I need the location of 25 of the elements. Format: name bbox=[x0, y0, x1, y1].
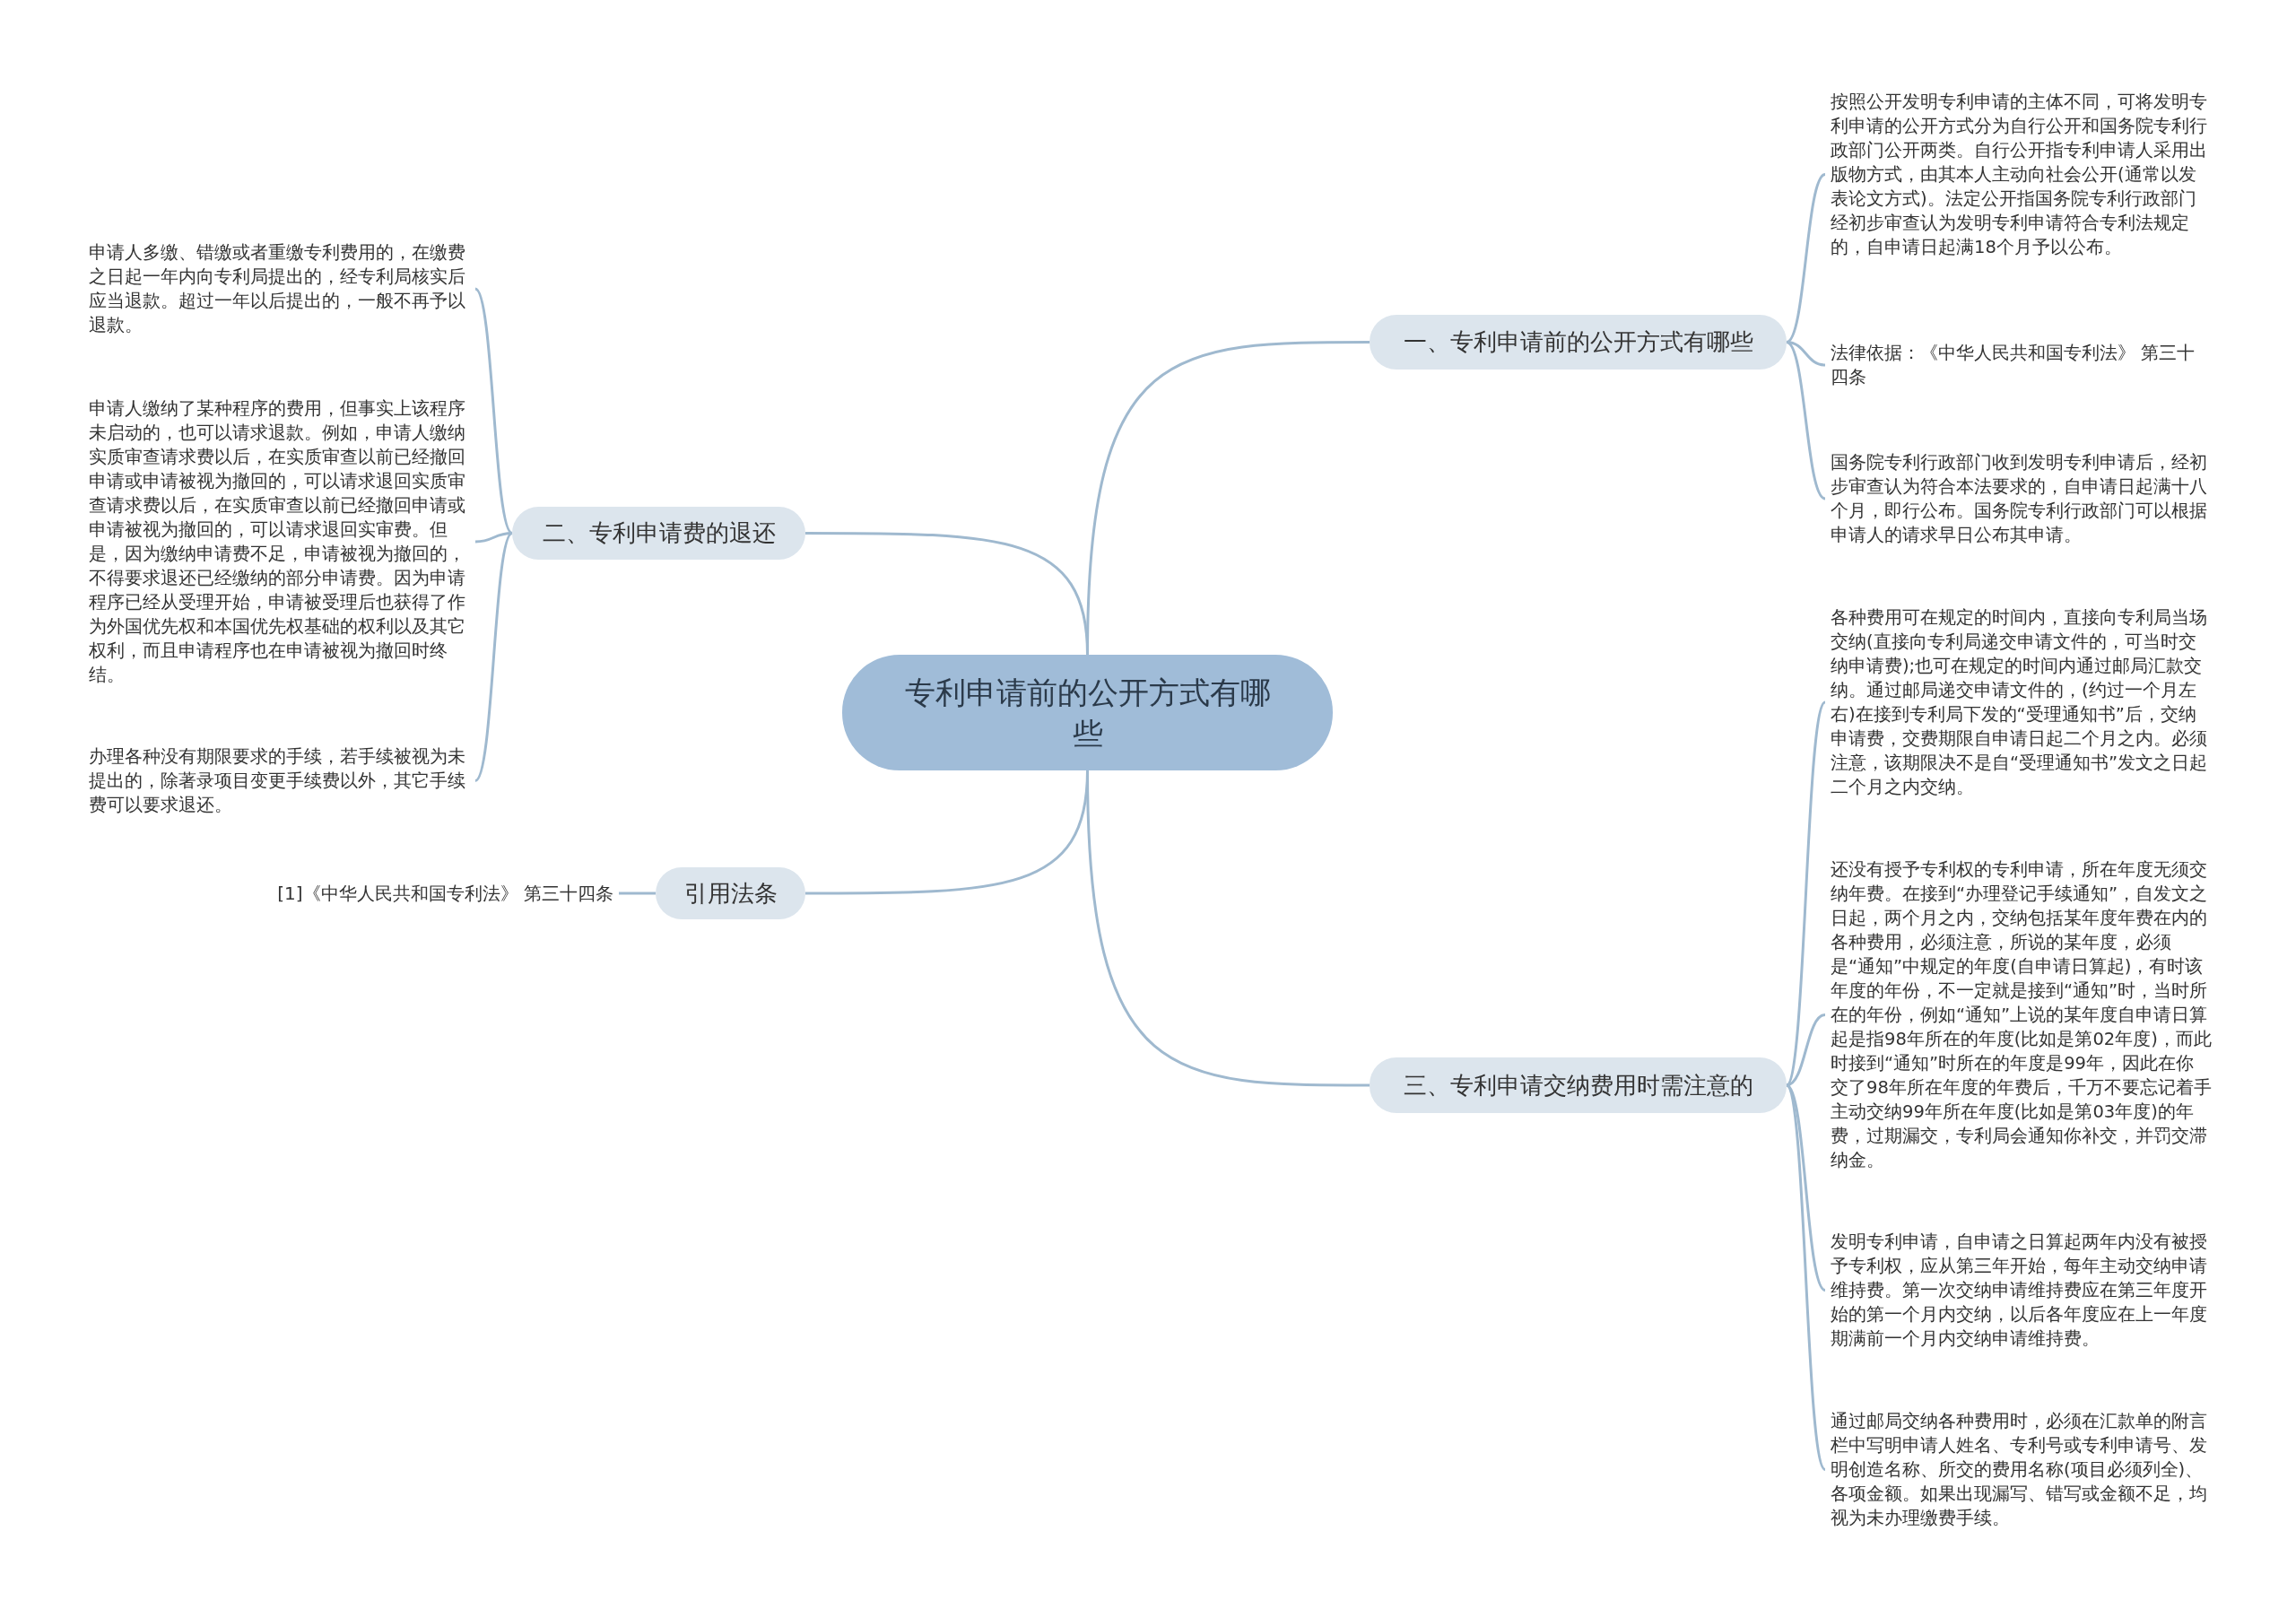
note-text: 国务院专利行政部门收到发明专利申请后，经初步审查认为符合本法要求的，自申请日起满十八个月，即行公布。国务院专利行政部门可以根据申请人的请求早日公布其申请。 bbox=[1831, 450, 2212, 547]
citation-text: [1]《中华人民共和国专利法》 第三十四条 bbox=[224, 882, 613, 906]
connector-line bbox=[474, 532, 513, 544]
connector-line bbox=[1786, 173, 1826, 344]
connector-line bbox=[619, 892, 656, 895]
topic-box: 三、专利申请交纳费用时需注意的 bbox=[1370, 1057, 1787, 1113]
note-text: 各种费用可在规定的时间内，直接向专利局当场交纳(直接向专利局递交申请文件的，可当时交纳申请费);也可在规定的时间内通过邮局汇款交纳。通过邮局递交申请文件的，(约过一个月左右)在接到专利局下发的“受理通知书”后，交纳申请费，交费期限自申请日起二个月之内。必须注意，该期限决不是自“受理通知书”发文之日起二个月之内交纳。 bbox=[1831, 605, 2212, 799]
connector-line bbox=[1786, 341, 1826, 500]
connector-line bbox=[1785, 1084, 1827, 1471]
note-text: 法律依据：《中华人民共和国专利法》 第三十四条 bbox=[1831, 341, 2212, 389]
note-text: 通过邮局交纳各种费用时，必须在汇款单的附言栏中写明申请人姓名、专利号或专利申请号、发明创造名称、所交的费用名称(项目必须列全)、各项金额。如果出现漏写、错写或金额不足，均视为未办理缴费手续。 bbox=[1831, 1409, 2212, 1530]
connector-line bbox=[474, 288, 514, 535]
note-text: 还没有授予专利权的专利申请，所在年度无须交纳年费。在接到“办理登记手续通知”，自发文之日起，两个月之内，交纳包括某年度年费在内的各种费用，必须注意，所说的某年度，必须是“通知”中规定的年度(自申请日算起)，有时该年度的年份，不一定就是接到“通知”时，当时所在的年份，例如“通知”上说的某年度自申请日算起是指98年所在的年度(比如是第02年度)，而此时接到“通知”时所在的年度是99年，因此在你交了98年所在年度的年费后，千万不要忘记着手主动交纳99年所在年度(比如是第03年度)的年费，过期漏交，专利局会通知你补交，并罚交滞纳金。 bbox=[1831, 857, 2212, 1172]
topic-box: 二、专利申请费的退还 bbox=[512, 507, 805, 560]
note-text: 发明专利申请，自申请之日算起两年内没有被授予专利权，应从第三年开始，每年主动交纳申请维持费。第一次交纳申请维持费应在第三年度开始的第一个月内交纳，以后各年度应在上一年度期满前一个月内交纳申请维持费。 bbox=[1831, 1230, 2212, 1351]
note-text: 按照公开发明专利申请的主体不同，可将发明专利申请的公开方式分为自行公开和国务院专利行政部门公开两类。自行公开指专利申请人采用出版物方式，由其本人主动向社会公开(通常以发表论文方式)。法定公开指国务院专利行政部门经初步审查认为发明专利申请符合专利法规定的，自申请日起满18个月予以公布。 bbox=[1831, 90, 2212, 259]
topic-box: 引用法条 bbox=[656, 867, 805, 919]
connector-line bbox=[474, 532, 514, 782]
connector-line bbox=[1785, 701, 1827, 1086]
note-text: 申请人缴纳了某种程序的费用，但事实上该程序未启动的，也可以请求退款。例如，申请人缴纳实质审查请求费以后，在实质审查以前已经撤回申请或申请被视为撤回的，可以请求退回实质审查请求费以后，在实质审查以前已经撤回申请或申请被视为撤回的，可以请求退回实审费。但是，因为缴纳申请费不足，申请被视为撤回的，不得要求退还已经缴纳的部分申请费。因为申请程序已经从受理开始，申请被受理后也获得了作为外国优先权和本国优先权基础的权利以及其它权利，而且申请程序也在申请被视为撤回时终结。 bbox=[89, 396, 470, 687]
topic-box: 一、专利申请前的公开方式有哪些 bbox=[1370, 315, 1787, 370]
note-text: 办理各种没有期限要求的手续，若手续被视为未提出的，除著录项目变更手续费以外，其它手续费可以要求退还。 bbox=[89, 744, 470, 817]
connector-line bbox=[805, 532, 1089, 656]
central-topic-box: 专利申请前的公开方式有哪些 bbox=[842, 655, 1333, 770]
note-text: 申请人多缴、错缴或者重缴专利费用的，在缴费之日起一年内向专利局提出的，经专利局核实后应当退款。超过一年以后提出的，一般不再予以退款。 bbox=[89, 240, 470, 337]
